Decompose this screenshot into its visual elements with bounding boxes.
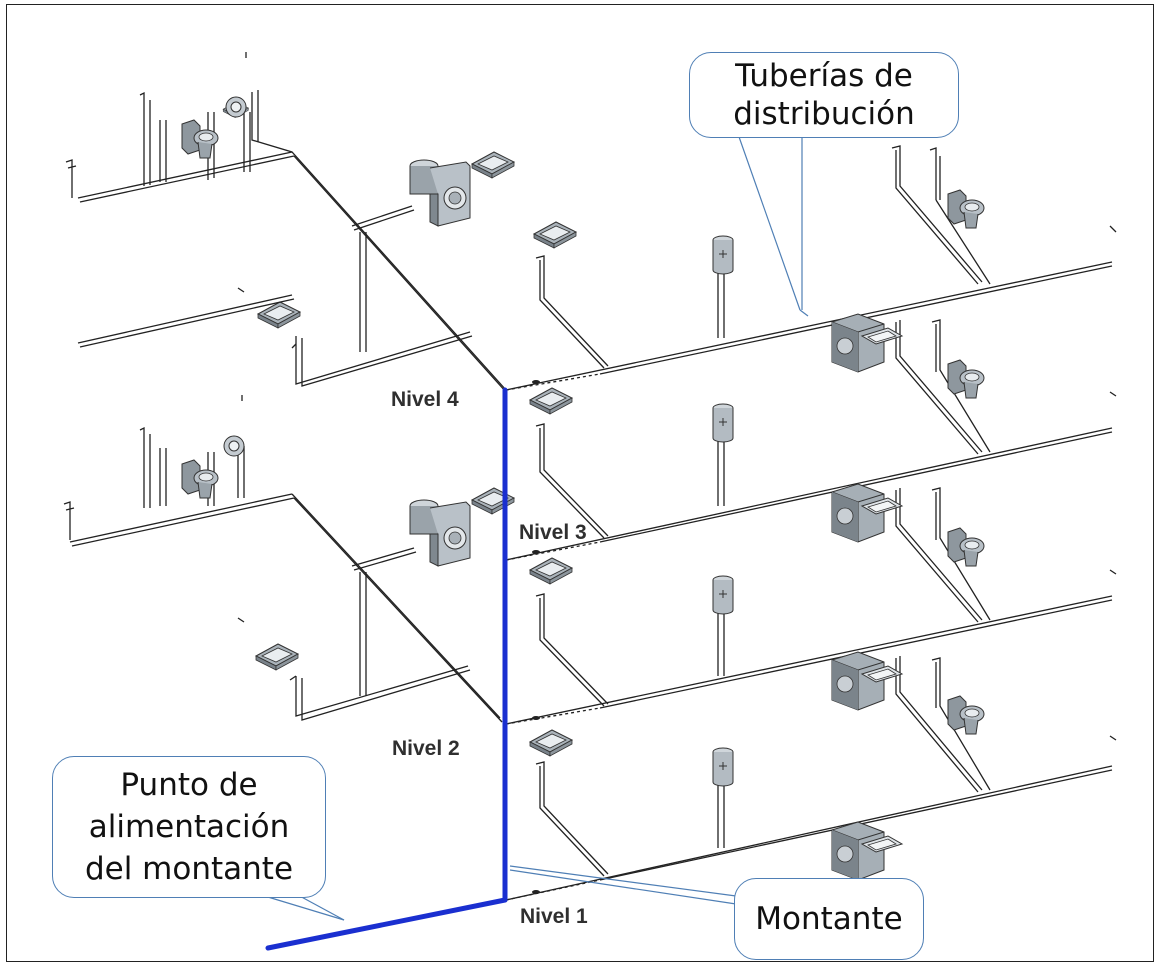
left-block-level2: [63, 294, 512, 723]
level-4-label: Nivel 4: [391, 388, 459, 411]
level-2-label: Nivel 2: [392, 737, 460, 760]
riser-valves: [532, 380, 540, 894]
callout-text-line: Punto de: [120, 767, 258, 803]
callout-text-line: Montante: [755, 901, 903, 937]
level-1-label: Nivel 1: [520, 905, 588, 928]
left-block-level4: [65, 52, 507, 393]
right-block-floors: [237, 145, 1117, 901]
callout-text-line: alimentación: [88, 809, 290, 845]
callout-text-line: Tuberías de: [735, 58, 913, 94]
riser-callout: Montante: [734, 878, 924, 960]
callout-text-line: del montante: [84, 851, 294, 887]
level-3-label: Nivel 3: [519, 521, 587, 544]
distribution-pipes-callout: Tuberías de distribución: [689, 52, 959, 138]
callout-text-line: distribución: [733, 96, 915, 132]
riser-pipe: [265, 387, 508, 951]
riser-feed-point-callout: Punto de alimentación del montante: [52, 756, 326, 898]
callout-pointers: [257, 133, 809, 921]
